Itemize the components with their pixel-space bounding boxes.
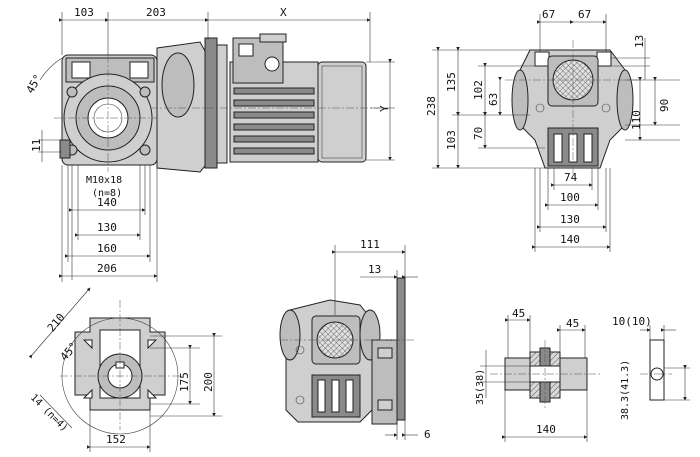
dim-140-top: 140 <box>97 196 117 209</box>
dim-45-angle-top: 45° <box>24 72 45 96</box>
dim-35: 35(38) <box>475 369 486 405</box>
dim-238: 238 <box>425 96 438 116</box>
dim-102: 102 <box>472 80 485 100</box>
flange-view <box>60 300 180 435</box>
dim-100: 100 <box>560 191 580 204</box>
gearbox-side-view <box>279 277 415 425</box>
dim-203: 203 <box>146 6 166 19</box>
dim-130-right: 130 <box>560 213 580 226</box>
dim-6: 6 <box>424 428 431 441</box>
dim-13-right: 13 <box>633 35 646 48</box>
dim-175: 175 <box>178 372 191 392</box>
top-right-dimensions: 67 67 13 238 135 103 102 63 70 90 110 <box>425 8 680 252</box>
dim-13-bottom: 13 <box>368 263 381 276</box>
dim-210: 210 <box>45 311 68 335</box>
dim-63: 63 <box>487 93 500 106</box>
bottom-middle-dimensions: 111 13 6 <box>332 238 431 441</box>
dim-110: 110 <box>630 110 643 130</box>
dim-67-right: 67 <box>578 8 591 21</box>
dim-y: Y <box>378 105 391 112</box>
dim-70: 70 <box>472 127 485 140</box>
dim-111: 111 <box>360 238 380 251</box>
dim-45-right: 45 <box>566 317 579 330</box>
dim-74: 74 <box>564 171 578 184</box>
dim-10: 10(10) <box>612 315 652 328</box>
dim-160-top: 160 <box>97 242 117 255</box>
dim-140-right: 140 <box>560 233 580 246</box>
dim-200: 200 <box>202 372 215 392</box>
dim-67-left: 67 <box>542 8 555 21</box>
dim-206-top: 206 <box>97 262 117 275</box>
dim-x: X <box>280 6 287 19</box>
dim-14-holes: 14 (n=4) <box>28 392 70 434</box>
bottom-right-dimensions: 45 45 10(10) 35(38) 38.3(41.3) 140 <box>475 307 690 442</box>
dim-45-left: 45 <box>512 307 525 320</box>
dim-103: 103 <box>74 6 94 19</box>
front-view-gearbox <box>505 40 640 175</box>
dim-38: 38.3(41.3) <box>620 360 631 420</box>
thread-spec: M10x18 <box>86 175 122 186</box>
dim-135: 135 <box>445 72 458 92</box>
dim-11: 11 <box>30 139 43 152</box>
dim-90: 90 <box>658 99 671 112</box>
side-view-assembly <box>54 33 380 173</box>
dim-140-bottom: 140 <box>536 423 556 436</box>
output-shaft-view <box>490 339 672 410</box>
dim-152: 152 <box>106 433 126 446</box>
thread-count: (n=8) <box>92 188 122 199</box>
dim-130-top: 130 <box>97 221 117 234</box>
dim-103-right: 103 <box>445 130 458 150</box>
